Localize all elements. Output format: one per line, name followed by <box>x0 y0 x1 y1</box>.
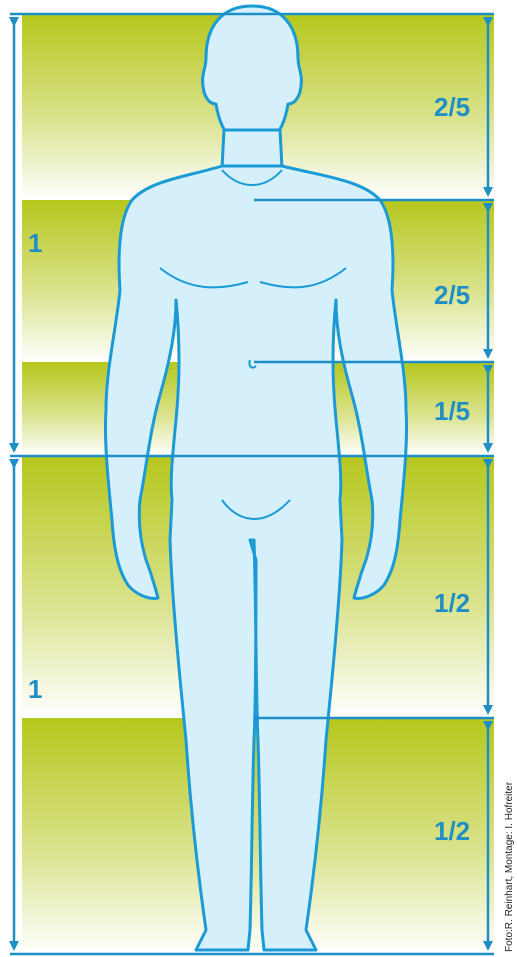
label-left-lower: 1 <box>28 674 42 704</box>
label-left-upper: 1 <box>28 228 42 258</box>
label-right-1: 2/5 <box>434 92 470 122</box>
label-right-3: 1/5 <box>434 396 470 426</box>
photo-credit: Foto:R. Reinhart, Montage: I. Hofreiter <box>504 781 515 952</box>
figure-neck <box>222 130 282 168</box>
label-right-2: 2/5 <box>434 280 470 310</box>
label-right-5: 1/2 <box>434 816 470 846</box>
label-right-4: 1/2 <box>434 588 470 618</box>
